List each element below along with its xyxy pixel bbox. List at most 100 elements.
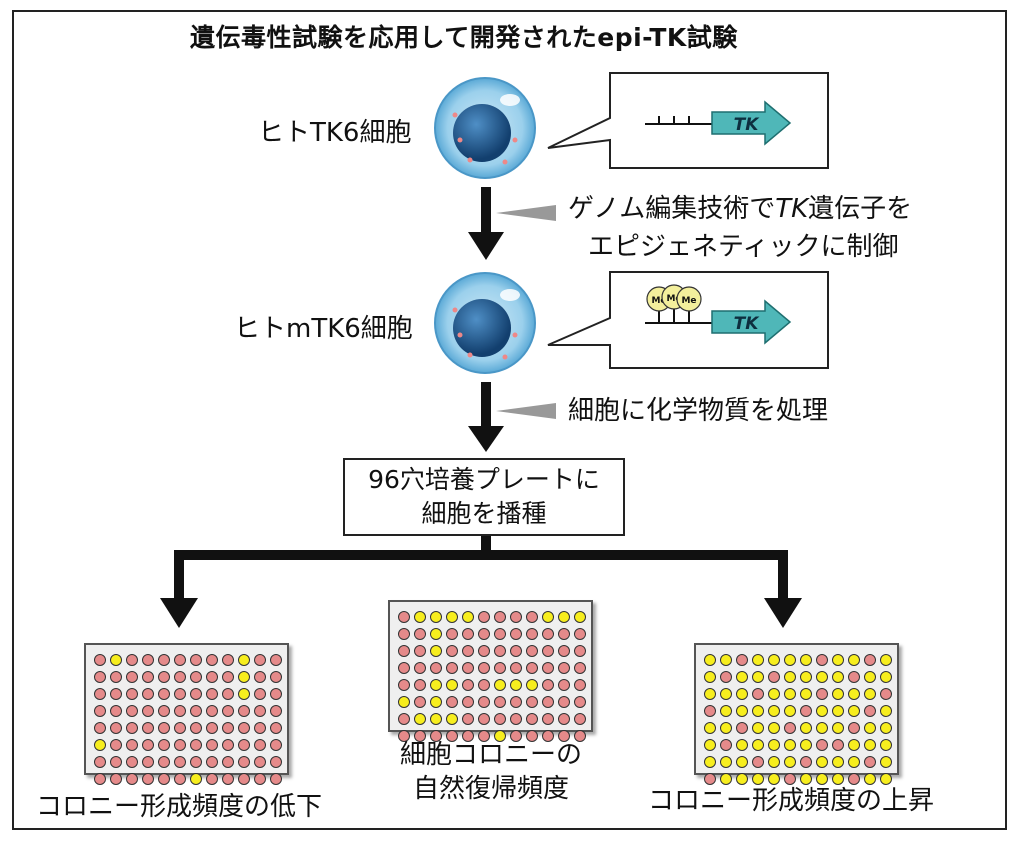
plate-well (414, 713, 426, 725)
plate-well (880, 722, 892, 734)
plate-well (110, 654, 122, 666)
plate-well (398, 679, 410, 691)
plate-well (94, 739, 106, 751)
plate-well (848, 722, 860, 734)
plate-well (254, 705, 266, 717)
seeding-step-box: 96穴培養プレートに 細胞を播種 (343, 458, 625, 536)
plate-well (270, 739, 282, 751)
plate-well (574, 730, 586, 742)
plate-well (720, 722, 732, 734)
plate-well (864, 705, 876, 717)
plate-well (126, 654, 138, 666)
plate-well (510, 662, 522, 674)
plate-well (398, 662, 410, 674)
plate-well (126, 773, 138, 785)
plate-well (704, 756, 716, 768)
down-arrow-2 (468, 382, 556, 452)
plate-well (238, 671, 250, 683)
plate-well (190, 688, 202, 700)
plate-well (494, 611, 506, 623)
plate-well-grid (704, 654, 892, 785)
plate-well (574, 628, 586, 640)
plate-well (864, 671, 876, 683)
plate-well (430, 679, 442, 691)
plate-well (558, 662, 570, 674)
plate-well (94, 722, 106, 734)
plate-well (752, 654, 764, 666)
plate-well (864, 688, 876, 700)
plate-well (222, 654, 234, 666)
plate-well (816, 654, 828, 666)
plate-well (206, 671, 218, 683)
plate-well (832, 654, 844, 666)
plate-well (736, 756, 748, 768)
plate-well (880, 756, 892, 768)
plate-well (704, 705, 716, 717)
plate-well (704, 688, 716, 700)
plate-well (510, 730, 522, 742)
plate-well (574, 611, 586, 623)
plate-well (206, 654, 218, 666)
plate-well (446, 611, 458, 623)
plate-well (880, 654, 892, 666)
plate-well (526, 696, 538, 708)
plate-well (784, 654, 796, 666)
tk6-cell-icon (434, 77, 536, 179)
plate-well (94, 654, 106, 666)
plate-well (158, 671, 170, 683)
plate-well (768, 688, 780, 700)
plate-well (752, 756, 764, 768)
plate-well (768, 705, 780, 717)
plate-well (190, 722, 202, 734)
plate-well (238, 688, 250, 700)
plate-well (736, 739, 748, 751)
plate-well (142, 688, 154, 700)
plate-well (558, 611, 570, 623)
plate-well (784, 773, 796, 785)
plate-well (238, 773, 250, 785)
plate-well (720, 688, 732, 700)
plate-well (398, 645, 410, 657)
plate-well (494, 662, 506, 674)
plate-well (174, 671, 186, 683)
plate-well (478, 696, 490, 708)
plate-well (254, 773, 266, 785)
plate-well (222, 756, 234, 768)
plate-well (526, 713, 538, 725)
plate-well (784, 739, 796, 751)
plate-well (414, 679, 426, 691)
plate-well (222, 773, 234, 785)
plate-well (784, 671, 796, 683)
plate-well (880, 688, 892, 700)
plate-well (462, 628, 474, 640)
plate-well (446, 696, 458, 708)
plate-well (848, 705, 860, 717)
plate-well (238, 756, 250, 768)
plate-well (542, 611, 554, 623)
plate-well (270, 722, 282, 734)
plate-well (414, 662, 426, 674)
plate-well (254, 722, 266, 734)
plate-well (462, 713, 474, 725)
plate-well (816, 773, 828, 785)
plate-well (430, 730, 442, 742)
plate-well (720, 739, 732, 751)
plate-well (800, 756, 812, 768)
plate-well (558, 628, 570, 640)
plate-well (110, 756, 122, 768)
plate-well (542, 696, 554, 708)
plate-well (574, 645, 586, 657)
plate-well (574, 713, 586, 725)
genome-editing-note: ゲノム編集技術でTK遺伝子を エピジェネティックに制御 (568, 194, 913, 262)
plate-well (158, 654, 170, 666)
plate-well (478, 645, 490, 657)
plate-well (222, 739, 234, 751)
plate-well (110, 688, 122, 700)
plate-well (494, 713, 506, 725)
plate-well (768, 654, 780, 666)
plate-well (222, 705, 234, 717)
methylated-tk-callout (547, 271, 829, 369)
plate-well (398, 730, 410, 742)
